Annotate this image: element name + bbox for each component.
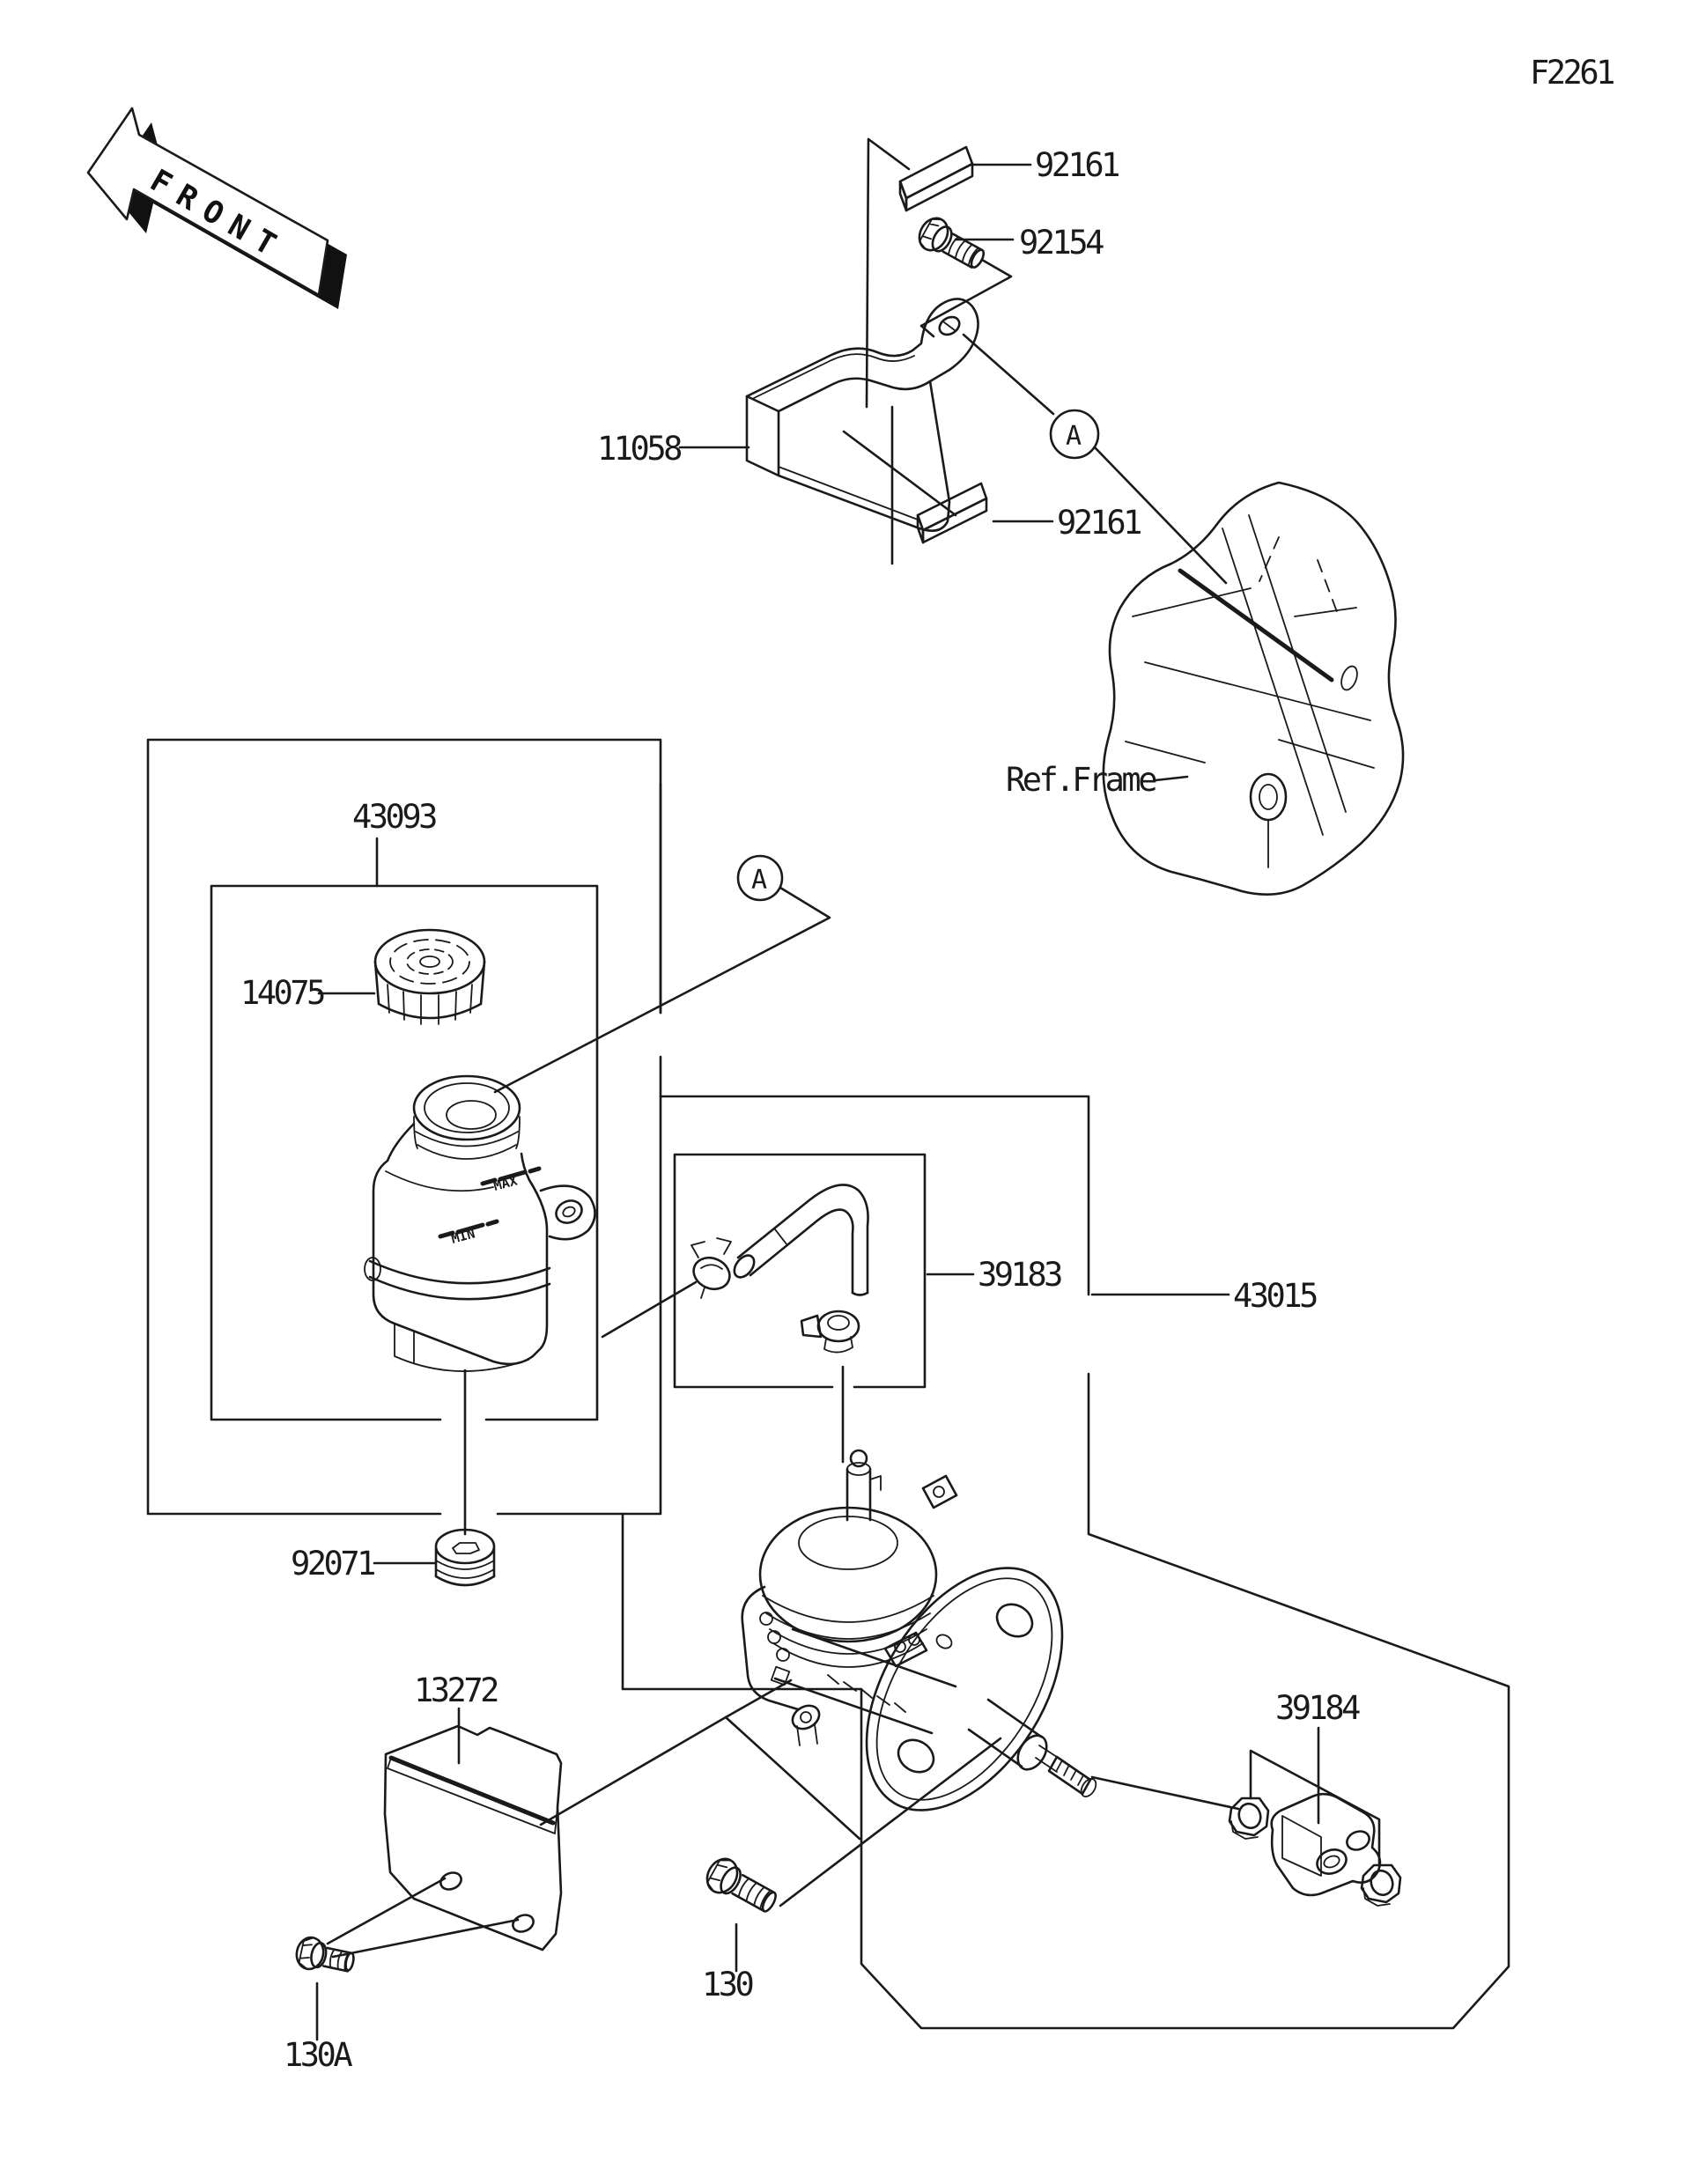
label-92161-top: 92161 <box>1035 146 1119 184</box>
cylinder-pushrod <box>967 1698 1097 1797</box>
leader-bolt-to-bracket <box>919 258 1013 338</box>
cylinder-dome <box>758 1506 938 1668</box>
leader-130a-hole2 <box>331 1918 520 1959</box>
cylinder-body <box>741 1585 957 1746</box>
front-arrow-face <box>86 107 329 297</box>
bolt-130a <box>295 1936 355 1973</box>
damper-pad-mid <box>916 482 988 544</box>
label-92071: 92071 <box>291 1545 374 1583</box>
label-130A: 130A <box>284 2036 352 2074</box>
group-box-43093-outer <box>146 738 662 1516</box>
leader-cover-to-cylinder <box>539 1715 861 1841</box>
leader-39184-nuts <box>1249 1749 1381 1867</box>
callout-a-upper-label: A <box>1066 421 1082 452</box>
ref-frame-sketch <box>1102 481 1405 896</box>
svg-text:MAX: MAX <box>491 1172 519 1193</box>
cylinder-spigot <box>846 1449 882 1522</box>
figure-code: F2261 <box>1530 54 1613 92</box>
clamp-holder-39184 <box>1228 1792 1402 1907</box>
bracket-11058 <box>745 298 979 532</box>
group-box-43015 <box>621 782 1510 2030</box>
leader-circle-a-to-frame <box>1093 446 1228 585</box>
label-43015: 43015 <box>1233 1277 1317 1315</box>
label-ref-frame: Ref.Frame <box>1006 761 1156 799</box>
cover-plate-13272 <box>383 1724 563 1952</box>
leader-lines <box>315 137 1381 2041</box>
hose-assembly-39183 <box>690 1184 869 1354</box>
callout-circle-a-lower: A <box>736 854 784 902</box>
label-130: 130 <box>702 1966 753 2003</box>
reservoir-cap <box>373 928 486 1025</box>
front-arrow-icon: FRONT <box>86 107 347 309</box>
label-43093: 43093 <box>352 798 436 836</box>
label-14075: 14075 <box>240 974 324 1012</box>
leader-hose-clamp-front <box>601 1280 698 1339</box>
leader-rod-to-39184 <box>1090 1775 1240 1811</box>
label-11058: 11058 <box>597 430 681 468</box>
leader-circle-a-to-reservoir <box>493 886 831 1094</box>
grommet-92071 <box>434 1528 496 1587</box>
damper-pad-top <box>898 145 974 212</box>
group-box-43093-inner <box>210 884 599 1421</box>
leader-pad-top-to-bracket <box>865 137 911 409</box>
leader-ref-frame <box>1154 775 1189 782</box>
leader-130a-hole1 <box>326 1877 447 1945</box>
cylinder-ear-upper <box>921 1474 958 1509</box>
label-39183: 39183 <box>978 1256 1061 1294</box>
svg-text:MIN: MIN <box>449 1225 476 1246</box>
group-box-39183 <box>673 1153 927 1389</box>
hose-elbow <box>733 1184 869 1296</box>
bolt-130 <box>705 1857 777 1913</box>
hose-clamp-lower <box>800 1310 860 1354</box>
label-13272: 13272 <box>414 1671 498 1709</box>
leader-130-to-flange <box>779 1737 1002 1907</box>
reservoir-min-mark: MIN <box>438 1219 499 1247</box>
label-39184: 39184 <box>1275 1689 1360 1727</box>
leader-bracket-to-circle-a <box>962 333 1055 416</box>
master-cylinder <box>741 1449 1097 1811</box>
bolt-92154 <box>918 217 986 269</box>
callout-circle-a-upper: A <box>1049 409 1100 460</box>
leader-bracket-to-pad-mid <box>842 430 957 517</box>
leader-cover-stub <box>724 1679 793 1719</box>
nut-39184-left <box>1228 1797 1270 1840</box>
label-92161-mid: 92161 <box>1057 504 1141 542</box>
cylinder-flange <box>865 1567 1064 1811</box>
callout-a-lower-label: A <box>751 865 767 896</box>
label-92154: 92154 <box>1019 224 1104 262</box>
hose-clamp-front <box>690 1237 732 1299</box>
reservoir-body: MAX MIN <box>364 1074 596 1372</box>
nut-39184-right <box>1360 1863 1402 1907</box>
